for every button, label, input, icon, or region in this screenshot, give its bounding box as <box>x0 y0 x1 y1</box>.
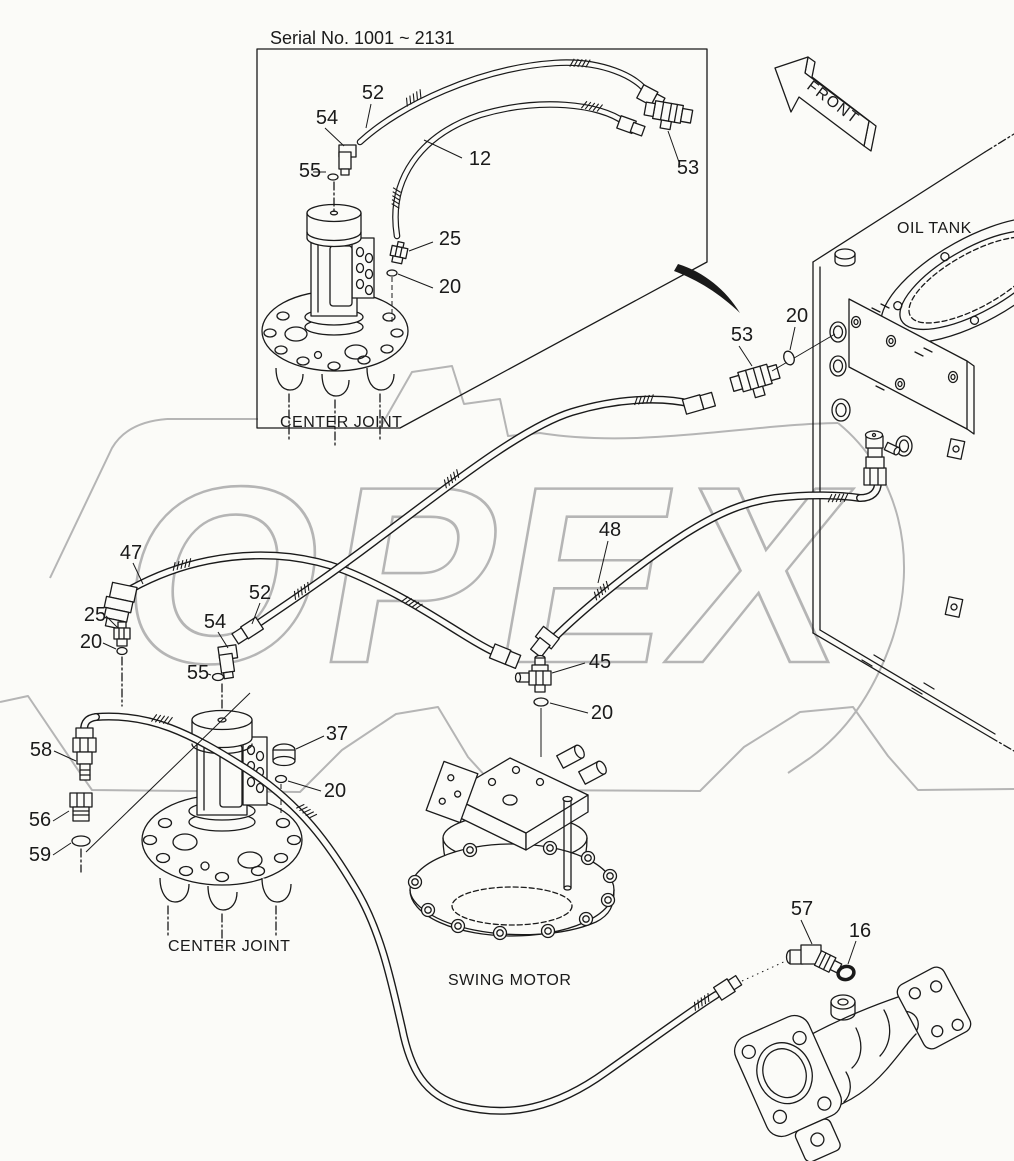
part-callout-37: 37 <box>326 723 348 745</box>
hose-58-end-fitting <box>712 974 743 1001</box>
inset-center-joint: CENTER JOINT <box>261 203 409 448</box>
oring-55-main <box>211 672 225 682</box>
part-callout-48: 48 <box>599 519 621 541</box>
part-callout-58: 58 <box>30 739 52 761</box>
oil-tank-label: OIL TANK <box>897 220 972 237</box>
part-callout-20: 20 <box>439 276 461 298</box>
part-callout-55: 55 <box>299 160 321 182</box>
part-callout-47: 47 <box>120 542 142 564</box>
tee-53 <box>729 363 781 399</box>
part-callout-25: 25 <box>84 604 106 626</box>
swing-motor-bolts <box>407 840 618 941</box>
inset-elbow <box>616 115 646 137</box>
hose-58 <box>92 712 720 1115</box>
oring-20-tank <box>783 350 795 366</box>
main-center-joint: CENTER JOINT <box>141 709 303 955</box>
part-callout-53: 53 <box>731 324 753 346</box>
inset-hose-52 <box>356 58 652 146</box>
hose-47-end-fitting <box>488 643 522 670</box>
fitting-25 <box>113 621 131 647</box>
part-callout-20: 20 <box>324 780 346 802</box>
inset-border <box>256 48 708 429</box>
tank-plate <box>848 298 968 430</box>
tank-elbow-assembly <box>856 430 901 502</box>
inset-center-joint-label: CENTER JOINT <box>280 414 402 431</box>
valve-45 <box>514 654 552 693</box>
oring-16 <box>836 964 856 982</box>
part-callout-53: 53 <box>677 157 699 179</box>
fitting-52 <box>231 616 265 645</box>
suction-pipe <box>733 966 972 1161</box>
part-callout-54: 54 <box>316 107 338 129</box>
serial-note: Serial No. 1001 ~ 2131 <box>270 28 455 48</box>
elbow-48 <box>529 625 560 658</box>
swing-motor: SWING MOTOR <box>407 708 618 989</box>
inset-oring-55 <box>327 173 339 181</box>
part-callout-57: 57 <box>791 898 813 920</box>
oring-20-45 <box>533 697 549 707</box>
part-callout-55: 55 <box>187 662 209 684</box>
elbow-57 <box>785 944 843 974</box>
part-callout-16: 16 <box>849 920 871 942</box>
part-callout-20: 20 <box>591 702 613 724</box>
part-callout-52: 52 <box>362 82 384 104</box>
plug-56 <box>69 792 93 822</box>
oring-20-left <box>116 646 128 656</box>
hose-52-end-fitting <box>681 391 717 415</box>
swing-motor-label: SWING MOTOR <box>448 972 571 989</box>
part-callout-54: 54 <box>204 611 226 633</box>
part-callout-52: 52 <box>249 582 271 604</box>
oil-tank: OIL TANK <box>812 133 1014 752</box>
leader-lines <box>52 326 857 965</box>
main-center-joint-label: CENTER JOINT <box>168 938 290 955</box>
elbow-58 <box>72 713 100 781</box>
oring-59 <box>71 835 91 847</box>
inset-fitting-25 <box>389 240 409 265</box>
plug-37 <box>272 743 296 767</box>
serial-inset: Serial No. 1001 ~ 2131 <box>256 28 740 448</box>
part-callout-56: 56 <box>29 809 51 831</box>
detail-arrow-swoosh <box>674 264 740 313</box>
part-callout-45: 45 <box>589 651 611 673</box>
part-callout-59: 59 <box>29 844 51 866</box>
hose-52 <box>243 393 696 635</box>
part-callout-12: 12 <box>469 148 491 170</box>
inset-hose-12 <box>390 99 628 240</box>
part-callout-25: 25 <box>439 228 461 250</box>
part-callout-20: 20 <box>786 305 808 327</box>
part-callout-20: 20 <box>80 631 102 653</box>
inset-oring-20 <box>386 269 398 277</box>
front-arrow: FRONT <box>774 56 877 152</box>
part-callouts: 54 52 12 53 55 25 20 53 20 47 48 25 20 54 52 55 45 20 37 20… <box>29 82 871 942</box>
oring-20-37 <box>274 774 288 784</box>
inset-elbow-54 <box>338 144 357 176</box>
elbow-47 <box>103 581 138 630</box>
motor-side-plate <box>425 760 479 824</box>
inset-tee-53 <box>643 100 694 131</box>
hose-48 <box>547 491 864 645</box>
